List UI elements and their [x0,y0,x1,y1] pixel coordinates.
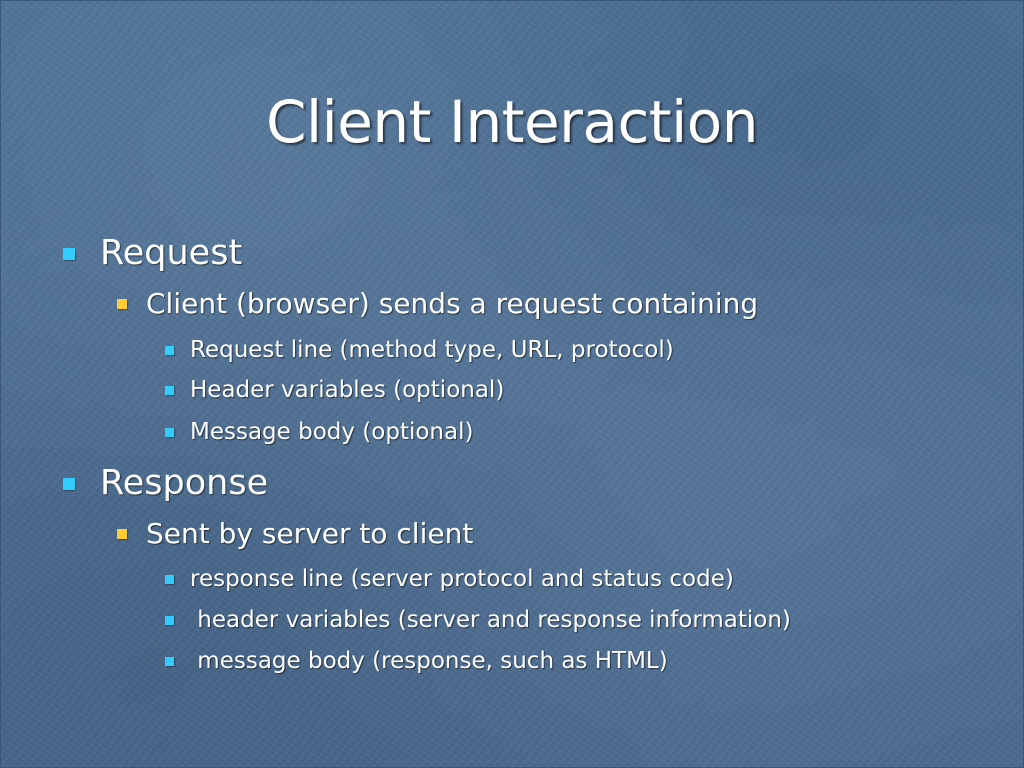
bullet-item-header-variables: Header variables (optional) [165,376,505,404]
bullet-item-sent-by-server: Sent by server to client [117,517,474,551]
bullet-text: Header variables (optional) [190,377,505,403]
square-bullet-icon [165,657,174,666]
square-bullet-icon [117,529,127,539]
slide-title: Client Interaction [265,88,759,156]
square-bullet-icon [63,248,75,260]
square-bullet-icon [165,428,174,437]
bullet-item-response-message-body: message body (response, such as HTML) [165,647,668,675]
square-bullet-icon [165,575,174,584]
bullet-text: Message body (optional) [190,419,474,445]
square-bullet-icon [165,616,174,625]
square-bullet-icon [165,386,174,395]
bullet-item-response-line: response line (server protocol and statu… [165,565,734,593]
bullet-text: header variables (server and response in… [190,607,791,633]
bullet-text: Response [100,463,269,503]
bullet-text: Client (browser) sends a request contain… [146,287,759,320]
square-bullet-icon [165,346,174,355]
bullet-item-request-line: Request line (method type, URL, protocol… [165,336,674,364]
bullet-item-client-sends: Client (browser) sends a request contain… [117,287,759,321]
bullet-item-response: Response [63,463,269,503]
bullet-item-request: Request [63,233,243,273]
bullet-text: response line (server protocol and statu… [190,566,734,592]
square-bullet-icon [63,478,75,490]
bullet-item-response-header-variables: header variables (server and response in… [165,606,791,634]
square-bullet-icon [117,299,127,309]
bullet-text: Request [100,233,243,273]
bullet-item-message-body: Message body (optional) [165,418,474,446]
bullet-text: Request line (method type, URL, protocol… [190,337,674,363]
bullet-text: Sent by server to client [146,517,474,550]
bullet-text: message body (response, such as HTML) [190,648,668,674]
